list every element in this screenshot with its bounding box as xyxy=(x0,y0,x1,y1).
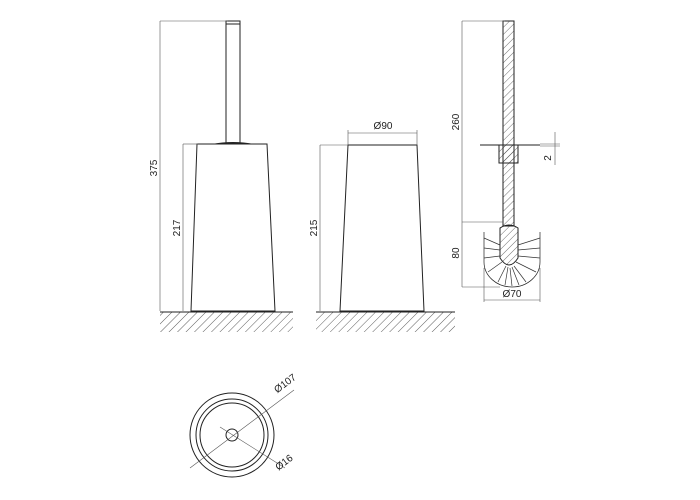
dim-375-label: 375 xyxy=(149,159,160,176)
dim-217-label: 217 xyxy=(172,219,183,236)
holder-body xyxy=(190,143,276,312)
container-view: Ø90 215 xyxy=(309,121,455,332)
handle xyxy=(225,20,241,144)
brush-core xyxy=(499,224,519,266)
center-hole xyxy=(225,428,239,442)
dim-80-label: 80 xyxy=(451,247,462,259)
container-body xyxy=(339,144,425,312)
dim-16-label: Ø16 xyxy=(274,453,296,473)
dim-107-label: Ø107 xyxy=(272,372,299,396)
outer-rim xyxy=(189,392,275,478)
front-view: 375 217 xyxy=(149,20,293,332)
brush-view: 260 80 Ø70 2 xyxy=(451,20,560,302)
dim-70-label: Ø70 xyxy=(503,289,522,300)
plan-view: Ø107 Ø16 xyxy=(189,372,299,478)
bristles xyxy=(483,232,541,288)
dim-260-label: 260 xyxy=(451,113,462,130)
dim-2-label: 2 xyxy=(543,155,554,161)
ground-hatch xyxy=(316,312,455,332)
dim-215-label: 215 xyxy=(309,219,320,236)
dim-90-label: Ø90 xyxy=(374,121,393,132)
ground-hatch xyxy=(160,312,293,332)
brush-handle xyxy=(502,20,515,227)
